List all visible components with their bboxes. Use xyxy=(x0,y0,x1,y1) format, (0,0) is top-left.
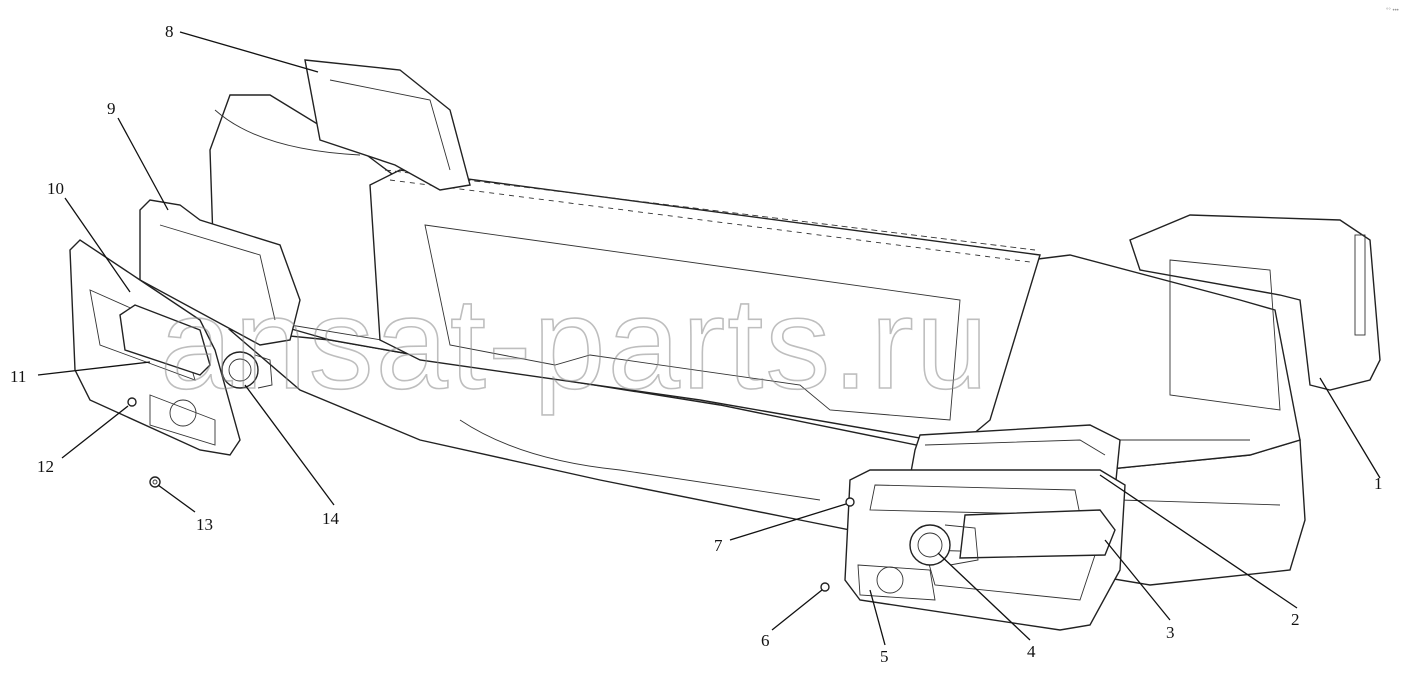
callout-9: 9 xyxy=(107,99,116,118)
callout-3: 3 xyxy=(1166,623,1175,642)
corner-mark: °° ••• xyxy=(1386,8,1399,14)
left-lamp-lens xyxy=(119,304,211,376)
callout-8: 8 xyxy=(165,22,174,41)
upper-left-bracket xyxy=(304,59,471,191)
leader-lines xyxy=(37,31,1381,646)
callout-11: 11 xyxy=(10,367,26,386)
callout-10: 10 xyxy=(47,179,64,198)
nut-13 xyxy=(149,476,161,488)
callout-14: 14 xyxy=(322,509,340,528)
watermark: ansat-parts.ru xyxy=(160,270,990,416)
callout-6: 6 xyxy=(761,631,770,650)
bolt-7 xyxy=(845,497,855,507)
right-bracket xyxy=(1129,214,1381,411)
callout-7: 7 xyxy=(714,536,723,555)
right-lamp-lens xyxy=(959,509,1116,559)
callout-12: 12 xyxy=(37,457,54,476)
bolt-12 xyxy=(127,397,137,407)
bolt-6 xyxy=(820,582,830,592)
left-fog-lamp xyxy=(221,351,273,389)
callout-13: 13 xyxy=(196,515,213,534)
callout-5: 5 xyxy=(880,647,889,666)
callout-1: 1 xyxy=(1374,474,1383,493)
callout-2: 2 xyxy=(1291,610,1300,629)
left-lamp-housing xyxy=(139,199,301,346)
callout-4: 4 xyxy=(1027,642,1036,661)
